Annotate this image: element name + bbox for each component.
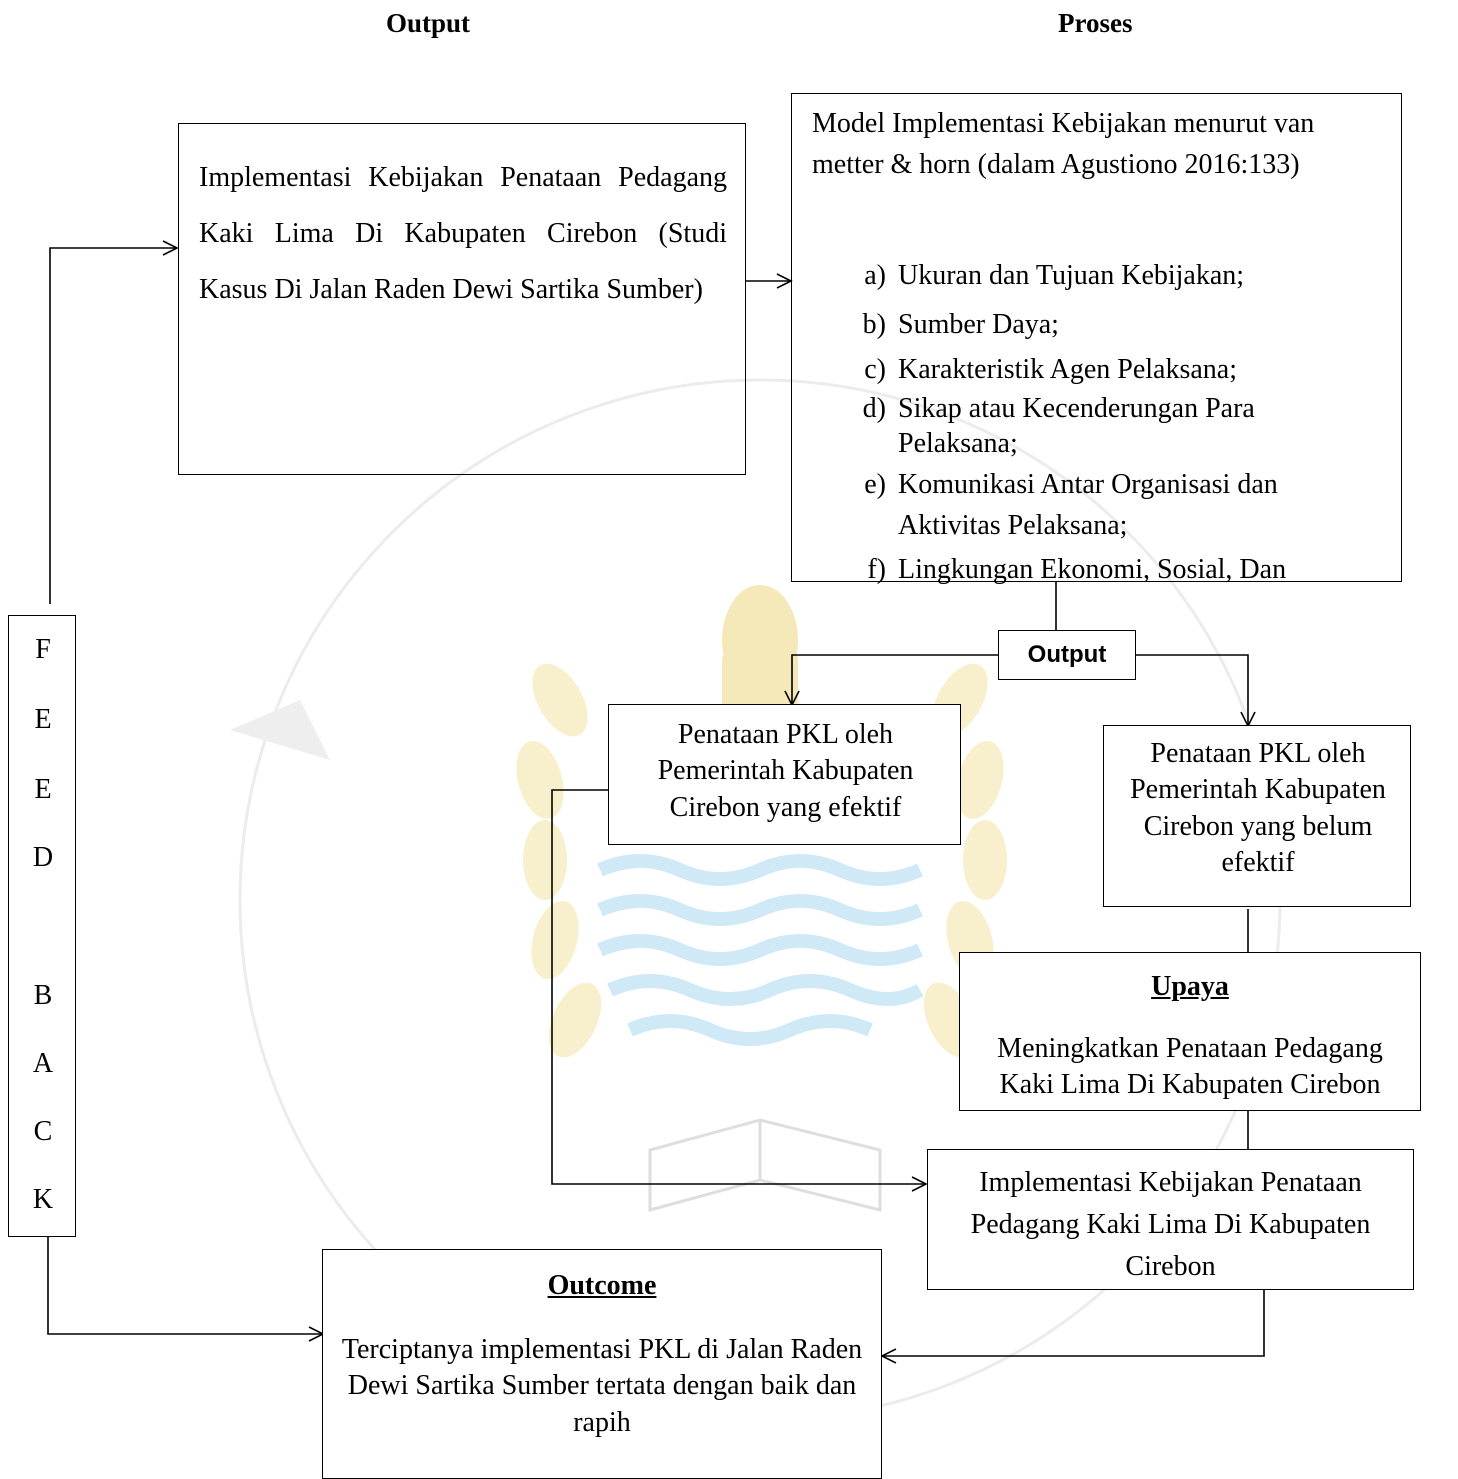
feedback-letter: D: [32, 842, 54, 873]
output-to-effective-arrow: [784, 654, 998, 707]
upaya-box: Upaya Meningkatkan Penataan Pedagang Kak…: [959, 952, 1421, 1111]
outcome-text: Terciptanya implementasi PKL di Jalan Ra…: [341, 1334, 863, 1438]
implementation-to-outcome-arrow: [880, 1290, 1265, 1364]
criteria-item: d)Sikap atau Kecenderungan Para Pelaksan…: [862, 393, 1255, 459]
feedback-to-outcome-arrow: [47, 1237, 325, 1342]
proses-header: Proses: [1058, 8, 1133, 38]
outcome-box: Outcome Terciptanya implementasi PKL di …: [322, 1249, 882, 1479]
outcome-title: Outcome: [547, 1270, 657, 1301]
feedback-letter: E: [34, 774, 52, 805]
feedback-letter: K: [32, 1184, 54, 1215]
criteria-item: b)Sumber Daya;: [862, 309, 1059, 340]
not-effective-box: Penataan PKL oleh Pemerintah Kabupaten C…: [1103, 725, 1411, 907]
implementation-box: Implementasi Kebijakan Penataan Pedagang…: [927, 1149, 1414, 1290]
criteria-item: e)Komunikasi Antar Organisasi dan Aktivi…: [864, 469, 1278, 541]
feedback-to-policy-arrow: [49, 240, 179, 604]
policy-box: Implementasi Kebijakan Penataan Pedagang…: [178, 123, 746, 475]
criteria-item: a)Ukuran dan Tujuan Kebijakan;: [864, 260, 1245, 291]
not-effective-text: Penataan PKL oleh Pemerintah Kabupaten C…: [1130, 738, 1386, 879]
model-intro: Model Implementasi Kebijakan menurut van…: [812, 108, 1315, 180]
effective-to-implementation-arrow: [551, 789, 928, 1192]
criteria-item: f)Lingkungan Ekonomi, Sosial, Dan: [867, 554, 1287, 586]
upaya-title: Upaya: [1151, 971, 1229, 1002]
criteria-item: c)Karakteristik Agen Pelaksana;: [864, 354, 1238, 385]
implementation-text: Implementasi Kebijakan Penataan Pedagang…: [970, 1167, 1371, 1282]
feedback-letter: A: [32, 1048, 54, 1079]
feedback-letter: B: [33, 980, 53, 1011]
effective-box: Penataan PKL oleh Pemerintah Kabupaten C…: [608, 704, 961, 845]
effective-text: Penataan PKL oleh Pemerintah Kabupaten C…: [657, 719, 914, 823]
output-label-box: Output: [998, 630, 1136, 680]
feedback-letter: C: [33, 1116, 53, 1147]
output-header: Output: [386, 8, 471, 38]
output-to-not-effective-arrow: [1136, 654, 1256, 728]
feedback-letter: F: [35, 634, 51, 665]
policy-text: Implementasi Kebijakan Penataan Pedagang…: [199, 162, 727, 305]
criteria-list: a)Ukuran dan Tujuan Kebijakan; b)Sumber …: [842, 258, 1382, 587]
model-box: Model Implementasi Kebijakan menurut van…: [791, 93, 1402, 585]
upaya-text: Meningkatkan Penataan Pedagang Kaki Lima…: [997, 1033, 1383, 1101]
output-label: Output: [1027, 641, 1107, 668]
feedback-letter: E: [34, 704, 52, 735]
feedback-box: F E E D B A C K: [8, 615, 76, 1237]
